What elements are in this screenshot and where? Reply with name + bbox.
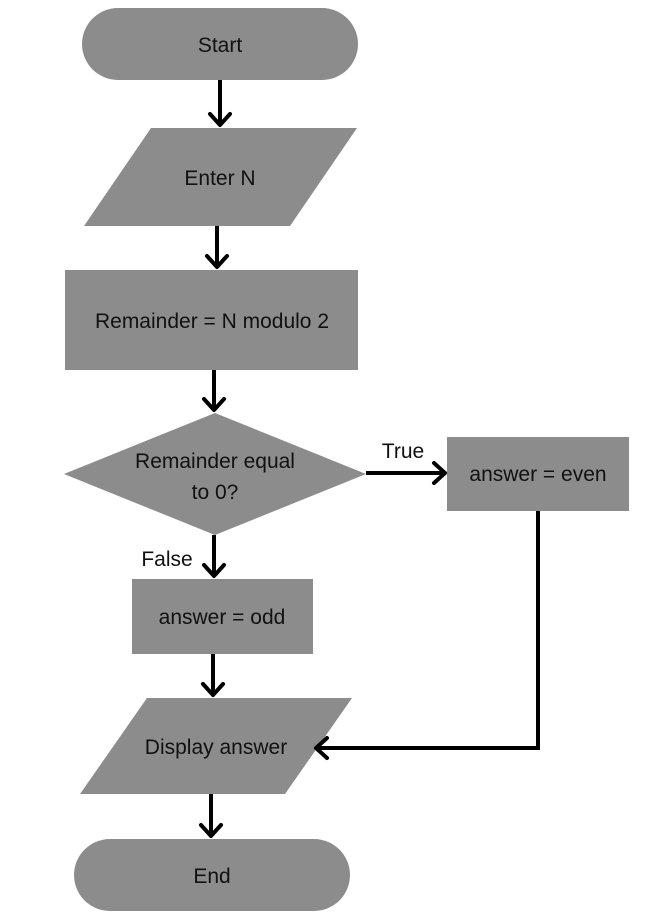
even-label: answer = even <box>469 463 606 486</box>
true-label: True <box>382 440 424 463</box>
arrow-process-to-decision <box>202 370 226 412</box>
arrow-odd-to-output <box>201 654 225 697</box>
even-box: answer = even <box>447 437 629 511</box>
odd-label: answer = odd <box>159 606 286 629</box>
decision-diamond: Remainder equal to 0? <box>64 413 366 535</box>
decision-label-line1: Remainder equal <box>135 450 295 473</box>
arrow-output-to-end <box>199 794 223 838</box>
output-parallelogram: Display answer <box>80 698 352 794</box>
end-label: End <box>193 865 230 888</box>
start-label: Start <box>198 34 243 57</box>
arrow-even-to-output <box>314 511 540 760</box>
false-label: False <box>141 548 192 571</box>
end-terminator: End <box>74 839 350 911</box>
output-label: Display answer <box>145 736 287 759</box>
process-box: Remainder = N modulo 2 <box>65 270 358 370</box>
arrow-input-to-process <box>205 226 229 269</box>
decision-label-line2: to 0? <box>192 481 239 504</box>
input-parallelogram: Enter N <box>84 128 357 226</box>
arrow-decision-false-to-odd <box>202 535 226 578</box>
odd-box: answer = odd <box>132 579 313 654</box>
start-terminator: Start <box>82 8 358 80</box>
arrow-start-to-input <box>208 80 232 127</box>
input-label: Enter N <box>184 167 255 190</box>
arrow-decision-true-to-even <box>366 461 447 485</box>
process-label: Remainder = N modulo 2 <box>95 310 329 333</box>
